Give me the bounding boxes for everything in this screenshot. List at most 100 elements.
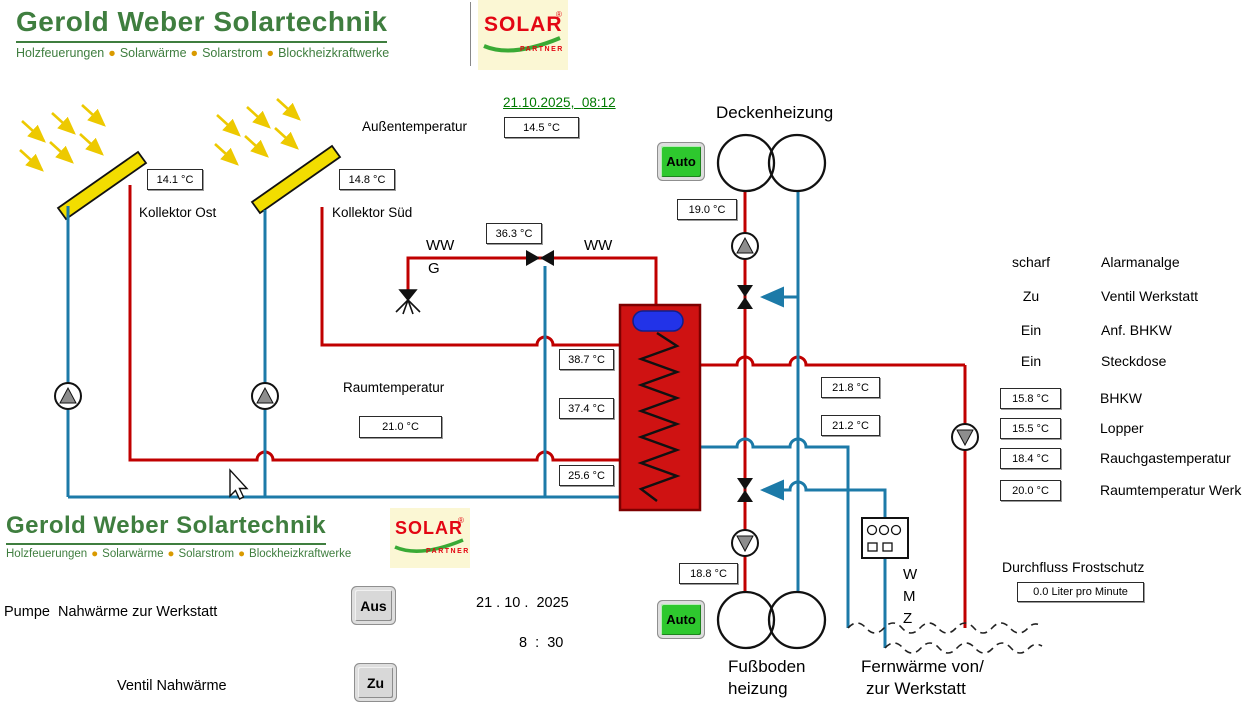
header-divider xyxy=(470,2,471,66)
status-label-steckdose: Steckdose xyxy=(1101,353,1167,369)
heat-meter-icon[interactable] xyxy=(861,517,909,559)
fussboden-auto-button[interactable]: Auto xyxy=(661,604,701,635)
frostschutz-label: Durchfluss Frostschutz xyxy=(1002,559,1145,575)
tagline-item: Solarwärme xyxy=(119,46,187,60)
pump-kollektor-ost-icon[interactable] xyxy=(54,382,82,410)
aussentemperatur-value: 14.5 °C xyxy=(504,117,579,138)
ventil-nahwaerme-state-button[interactable]: Zu xyxy=(358,667,393,698)
swoosh-icon xyxy=(483,36,561,53)
bottom-date: 21 . 10 . 2025 xyxy=(476,595,569,611)
fussboden-title-line2: heizung xyxy=(728,679,788,698)
deckenheizung-auto-button[interactable]: Auto xyxy=(661,146,701,177)
tagline-dot: ● xyxy=(108,46,116,60)
frostschutz-value: 0.0 Liter pro Minute xyxy=(1017,582,1144,602)
ww-label-right: WW xyxy=(584,237,613,254)
pumpe-nahwaerme-label: Pumpe Nahwärme zur Werkstatt xyxy=(4,604,218,620)
company-tagline: Holzfeuerungen●Solarwärme●Solarstrom●Blo… xyxy=(16,46,389,60)
bhkw-label: BHKW xyxy=(1100,390,1142,406)
solar-partner-logo: SOLAR ® PARTNER xyxy=(478,0,568,70)
tank-top-zone xyxy=(632,310,684,332)
raumtemperatur-value: 21.0 °C xyxy=(359,416,442,438)
fussboden-temp: 18.8 °C xyxy=(679,563,738,584)
fussbodenheizung-heat-exchanger-icon xyxy=(716,590,827,650)
solar-wordmark: SOLAR xyxy=(484,13,563,36)
status-state-ventil-werkstatt: Zu xyxy=(1022,288,1040,304)
company-name: Gerold Weber Solartechnik xyxy=(16,6,388,43)
raumtemp-werkstatt-label: Raumtemperatur Werk xyxy=(1100,482,1242,498)
tank-temp-bottom: 25.6 °C xyxy=(559,465,614,486)
collector-ost-icon[interactable] xyxy=(56,150,148,221)
pump-fussbodenheizung-icon[interactable] xyxy=(731,529,759,557)
fernwaerme-return-temp: 21.2 °C xyxy=(821,415,880,436)
fernwaerme-title-line1: Fernwärme von/ xyxy=(861,657,984,676)
collector-sued-icon[interactable] xyxy=(250,144,342,215)
tank-temp-top: 38.7 °C xyxy=(559,349,614,370)
fernwaerme-supply-temp: 21.8 °C xyxy=(821,377,880,398)
datetime: 21.10.2025, 08:12 xyxy=(503,95,616,110)
deckenheizung-title: Deckenheizung xyxy=(716,103,834,122)
tank-temp-mid: 37.4 °C xyxy=(559,398,614,419)
valve-deckenheizung-icon[interactable] xyxy=(737,285,753,309)
kollektor-ost-temp: 14.1 °C xyxy=(147,169,203,190)
status-state-steckdose: Ein xyxy=(1020,353,1042,369)
deckenheizung-heat-exchanger-icon xyxy=(716,133,827,193)
status-label-ventil-werkstatt: Ventil Werkstatt xyxy=(1101,288,1199,304)
ventil-nahwaerme-label: Ventil Nahwärme xyxy=(117,678,227,694)
status-label-anf-bhkw: Anf. BHKW xyxy=(1101,322,1172,338)
hot-pipes xyxy=(128,185,967,628)
cold-pipes xyxy=(66,191,887,648)
registered-mark: ® xyxy=(458,516,464,525)
status-state-anf-bhkw: Ein xyxy=(1020,322,1042,338)
rauchgas-label: Rauchgastemperatur xyxy=(1100,450,1231,466)
valve-fussbodenheizung-icon[interactable] xyxy=(737,478,753,502)
pump-kollektor-sued-icon[interactable] xyxy=(251,382,279,410)
footer-logo: Gerold Weber Solartechnik Holzfeuerungen… xyxy=(6,512,351,560)
sun-rays-icon xyxy=(19,98,301,172)
fernwaerme-lines xyxy=(847,622,1043,654)
raumtemp-werkstatt-value: 20.0 °C xyxy=(1000,480,1061,501)
kollektor-sued-label: Kollektor Süd xyxy=(332,205,413,220)
tagline-dot: ● xyxy=(167,548,175,560)
raumtemperatur-label: Raumtemperatur xyxy=(343,380,445,395)
tagline-item: Holzfeuerungen xyxy=(6,548,88,560)
boiler-icon[interactable] xyxy=(618,303,702,512)
rauchgas-temp: 18.4 °C xyxy=(1000,448,1061,469)
lopper-label: Lopper xyxy=(1100,420,1144,436)
pump-nahwaerme-icon[interactable] xyxy=(951,423,979,451)
partner-wordmark: PARTNER xyxy=(520,46,564,53)
tagline-item: Solarstrom xyxy=(178,548,235,560)
wmz-letter-w: W xyxy=(903,566,918,583)
pumpe-nahwaerme-state-button[interactable]: Aus xyxy=(355,590,392,621)
tagline-item: Blockheizkraftwerke xyxy=(249,548,352,560)
aussentemperatur-label: Außentemperatur xyxy=(362,119,468,134)
registered-mark: ® xyxy=(556,10,562,19)
status-label-alarm: Alarmanalge xyxy=(1101,254,1180,270)
kollektor-ost-label: Kollektor Ost xyxy=(139,205,217,220)
tagline-item: Solarwärme xyxy=(102,548,164,560)
status-state-alarm: scharf xyxy=(1011,254,1051,270)
fussboden-title-line1: Fußboden xyxy=(728,657,806,676)
tap-icon xyxy=(395,289,421,315)
fernwaerme-title-line2: zur Werkstatt xyxy=(866,679,966,698)
tagline-dot: ● xyxy=(238,548,246,560)
ww-label-left: WW xyxy=(426,237,455,254)
tagline-dot: ● xyxy=(266,46,275,60)
bottom-time: 8 : 30 xyxy=(519,635,564,651)
solar-partner-logo: SOLAR ® PARTNER xyxy=(390,508,470,568)
cursor-icon xyxy=(229,468,249,500)
solar-wordmark: SOLAR xyxy=(395,518,463,538)
ww-label-g: G xyxy=(428,260,440,277)
wmz-letter-m: M xyxy=(903,588,916,605)
bhkw-temp: 15.8 °C xyxy=(1000,388,1061,409)
deckenheizung-temp: 19.0 °C xyxy=(677,199,737,220)
header-logo: Gerold Weber Solartechnik Holzfeuerungen… xyxy=(16,6,389,60)
tagline-dot: ● xyxy=(190,46,199,60)
partner-wordmark: PARTNER xyxy=(426,548,470,555)
tagline-item: Solarstrom xyxy=(202,46,263,60)
pump-deckenheizung-icon[interactable] xyxy=(731,232,759,260)
swoosh-icon xyxy=(394,538,464,553)
ww-mixing-valve-icon[interactable] xyxy=(526,250,554,266)
company-name: Gerold Weber Solartechnik xyxy=(6,512,327,545)
